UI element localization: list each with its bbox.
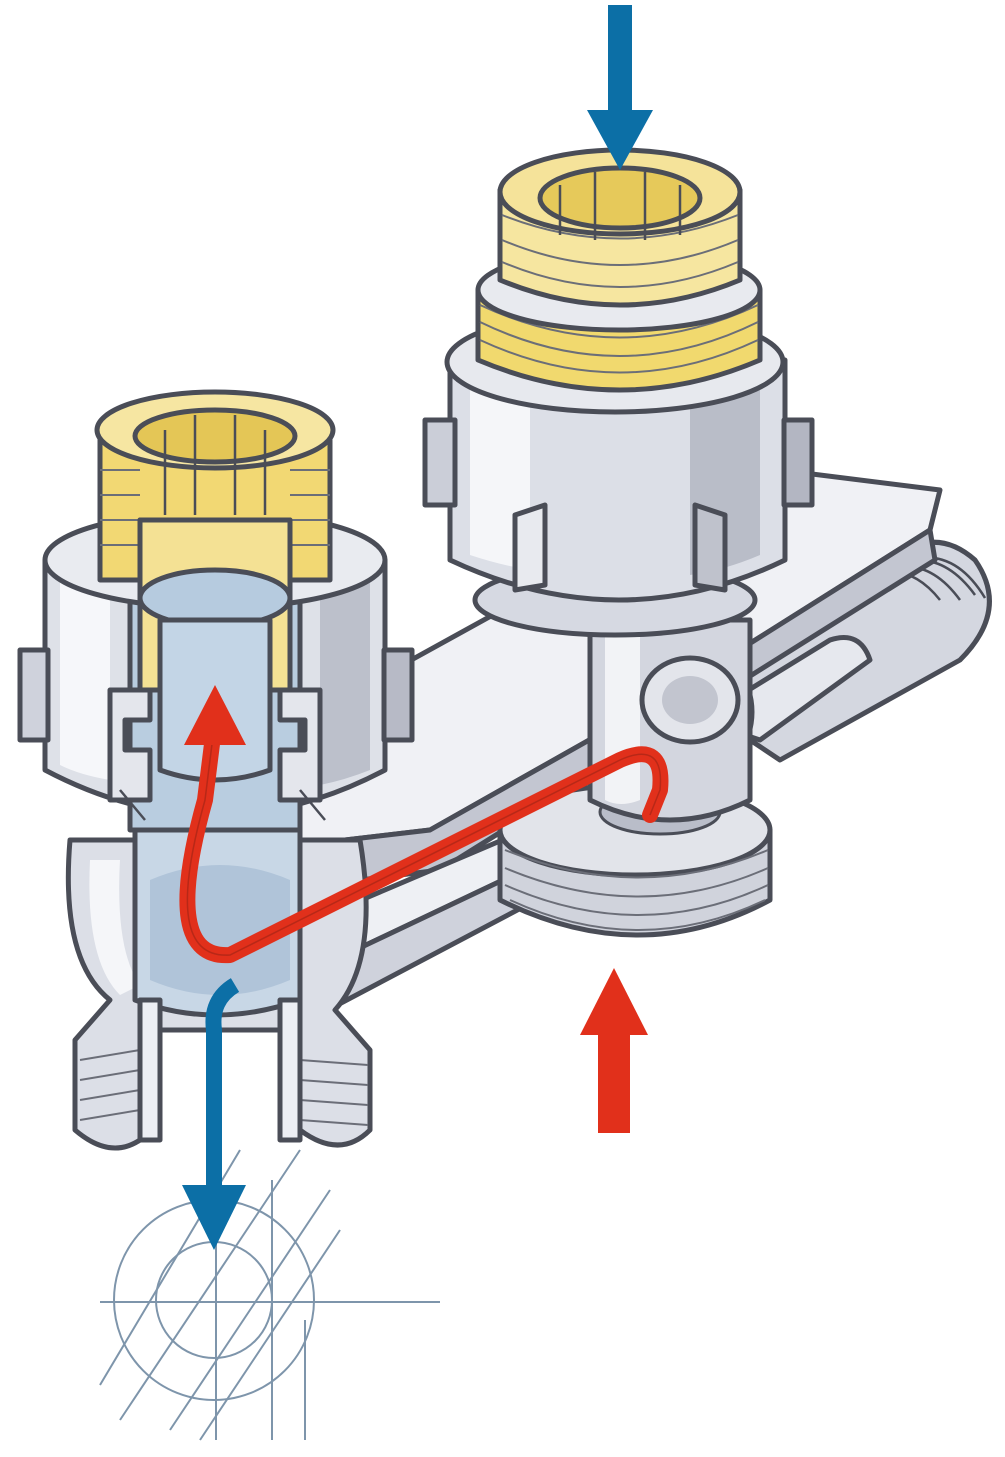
bottom-left-outlet-arrow [182, 1185, 246, 1250]
top-right-inlet-arrow [587, 5, 653, 170]
pipe-axis-symbol [99, 1128, 440, 1441]
left-cutaway-outlet-arrow [184, 685, 246, 745]
return-flow-path [205, 978, 240, 1200]
right-valve-body [587, 617, 753, 823]
right-union-nut [422, 147, 815, 638]
left-brass-insert [42, 389, 388, 783]
supply-flow-path [179, 712, 669, 964]
bottom-right-inlet-arrow [580, 968, 648, 1133]
supply-flow-path-outline [186, 719, 662, 956]
